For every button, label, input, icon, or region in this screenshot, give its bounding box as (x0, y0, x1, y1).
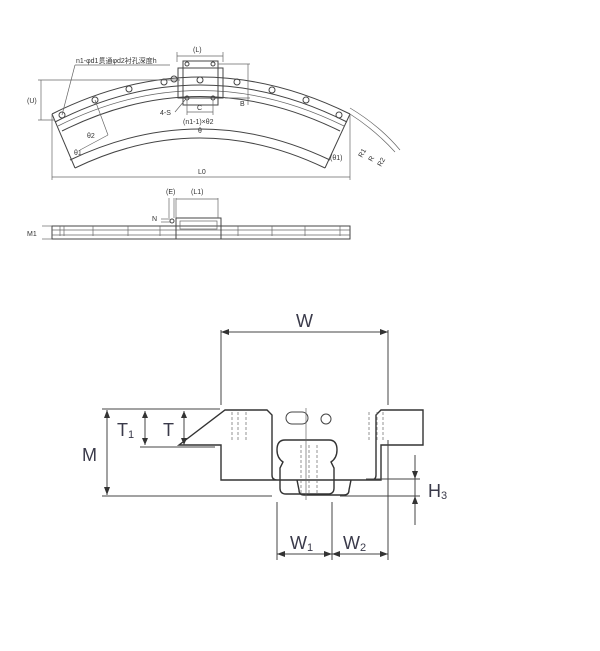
radius-arc-2 (349, 107, 401, 151)
rail-lower-arc (69, 128, 331, 161)
label-L1: (L1) (191, 189, 203, 196)
label-M1: M1 (27, 231, 37, 238)
rail-end-left (51, 113, 76, 169)
side-view-rail: M1 (E) (L1) N (27, 189, 351, 240)
label-R1: R1 (358, 148, 369, 159)
carriage-body (182, 60, 219, 106)
radius-arc-1 (349, 113, 396, 153)
label-theta2: θ2 (87, 133, 95, 140)
label-theta1-paren: (θ1) (330, 155, 342, 162)
label-W1: W1 (290, 533, 313, 554)
label-B: B (240, 101, 245, 108)
carriage-block (177, 67, 224, 99)
label-E: (E) (166, 189, 175, 196)
screw-plug (320, 413, 332, 425)
grease-nipple (285, 411, 309, 425)
label-T: T (163, 420, 174, 440)
rail-end-right (324, 113, 351, 169)
label-theta1: θ1 (74, 150, 82, 157)
cross-section-view: W M T1 T H3 (82, 311, 447, 560)
label-U: (U) (27, 98, 37, 105)
side-carriage (175, 217, 222, 240)
label-W2: W2 (343, 533, 366, 554)
label-R: R (368, 155, 377, 163)
label-L0: L0 (198, 169, 206, 176)
label-W: W (296, 311, 313, 331)
label-N: N (152, 216, 157, 223)
label-M: M (82, 445, 97, 465)
hole-note: n1-φd1贯通φd2衬孔深度h (76, 56, 157, 65)
rail-lower-arc-2 (74, 137, 326, 169)
label-T1: T1 (117, 420, 134, 441)
label-pitch: (n1-1)×θ2 (183, 119, 214, 126)
rail-center-line (57, 90, 345, 127)
label-theta: θ (198, 128, 202, 135)
label-L: (L) (193, 47, 202, 54)
top-view-curved-rail: (L) B C 4-S (n1-1)×θ2 n1-φd1贯通φd2衬孔深度h (… (27, 47, 401, 180)
rail-mounting-holes (58, 78, 343, 119)
rail-arc-3 (61, 96, 341, 132)
label-R2: R2 (377, 157, 388, 168)
label-H3: H3 (428, 481, 447, 502)
rail-inner-line (54, 84, 348, 123)
label-4S: 4-S (160, 110, 171, 117)
label-C: C (197, 105, 202, 112)
rail-profile (276, 439, 338, 495)
